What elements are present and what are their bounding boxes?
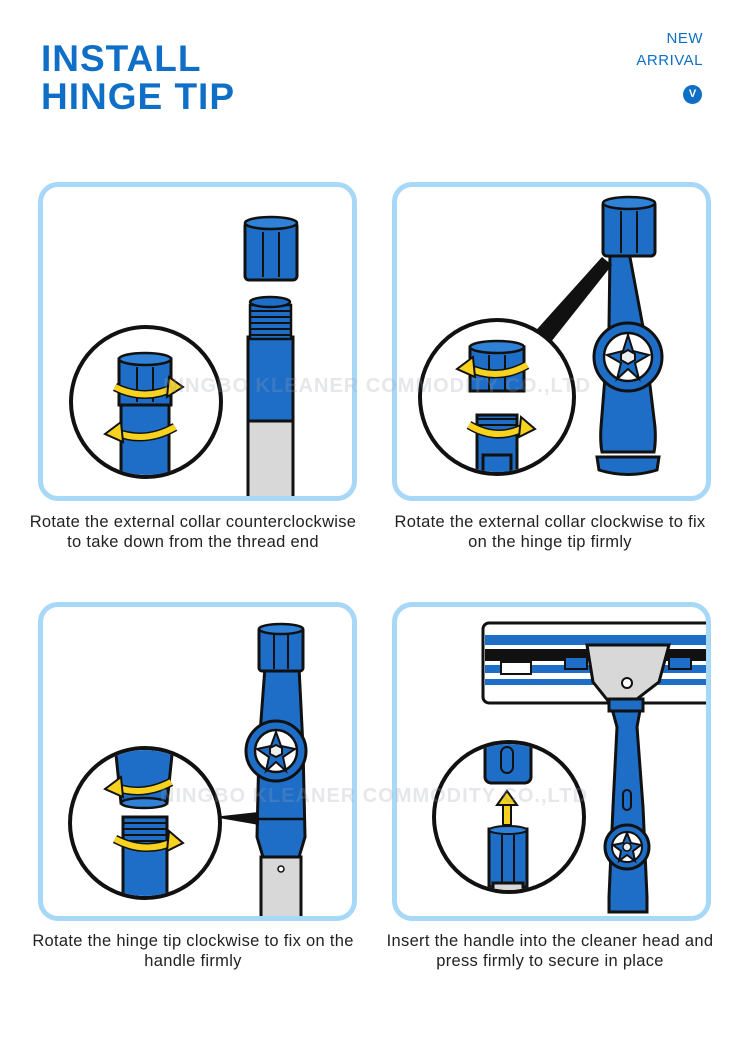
page-title: INSTALL HINGE TIP: [41, 40, 235, 116]
collar-removal-illustration: [69, 215, 299, 496]
step-4-illustration: [392, 602, 711, 921]
collar-fix-illustration: [418, 195, 664, 476]
cleaner-head-insert-illustration: [432, 621, 706, 914]
step-1-caption: Rotate the external collar counterclockw…: [29, 513, 357, 551]
check-mark-icon: V: [683, 85, 702, 104]
new-arrival-badge: NEW ARRIVAL: [636, 28, 703, 72]
step-2-illustration: [392, 182, 711, 501]
watermark-bottom: NINGBO KLEANER COMMODITY CO.,LTD: [160, 785, 588, 807]
badge-line-1: NEW: [666, 30, 703, 47]
title-line-1: INSTALL: [41, 38, 202, 79]
hinge-tip-fix-illustration: [68, 622, 308, 916]
step-3-illustration: [38, 602, 357, 921]
step-3-caption: Rotate the hinge tip clockwise to fix on…: [32, 932, 354, 970]
title-line-2: HINGE TIP: [41, 76, 236, 117]
step-4-caption: Insert the handle into the cleaner head …: [386, 932, 714, 970]
badge-line-2: ARRIVAL: [636, 52, 703, 69]
step-2-caption: Rotate the external collar clockwise to …: [394, 513, 706, 551]
step-1-illustration: [38, 182, 357, 501]
watermark-top: NINGBO KLEANER COMMODITY CO.,LTD: [163, 375, 591, 397]
